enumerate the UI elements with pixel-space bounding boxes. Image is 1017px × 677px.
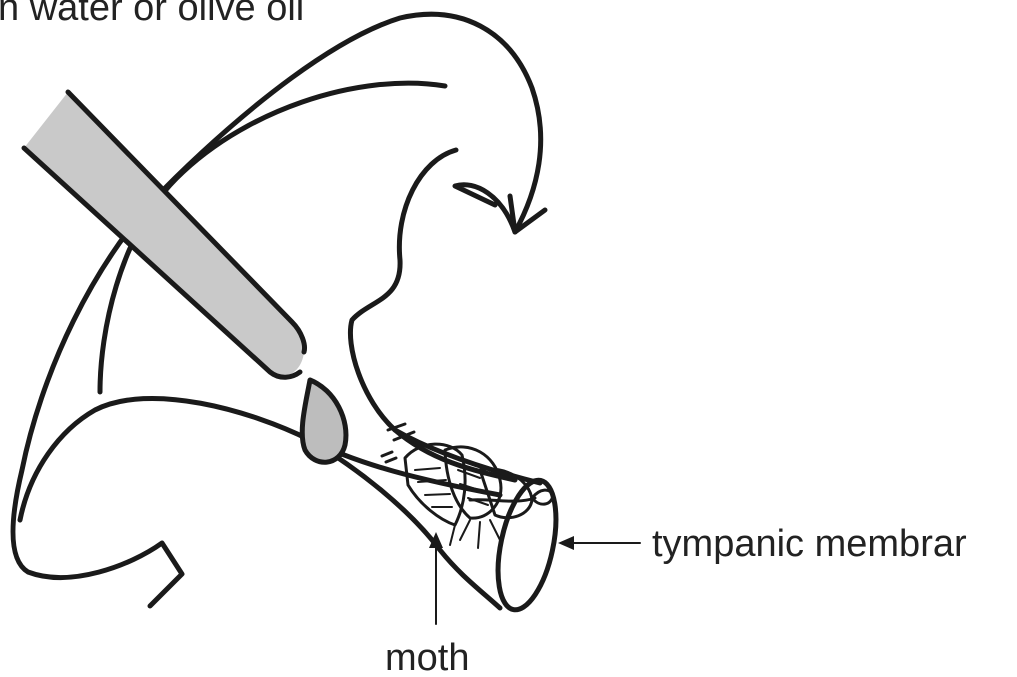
oil-drop [302,380,346,462]
caption-water-olive-oil: n water or olive oil [0,0,304,29]
moth-arrow [429,532,443,624]
moth-legs [450,520,500,548]
antihelix-contour [20,398,500,520]
tympanic-arrow [558,536,640,550]
moth-body [470,498,535,501]
concha-wall [350,150,515,480]
label-moth: moth [385,637,469,677]
tympanic-arrowhead [558,536,574,550]
label-tympanic-membrane: tympanic membrar [652,523,967,565]
